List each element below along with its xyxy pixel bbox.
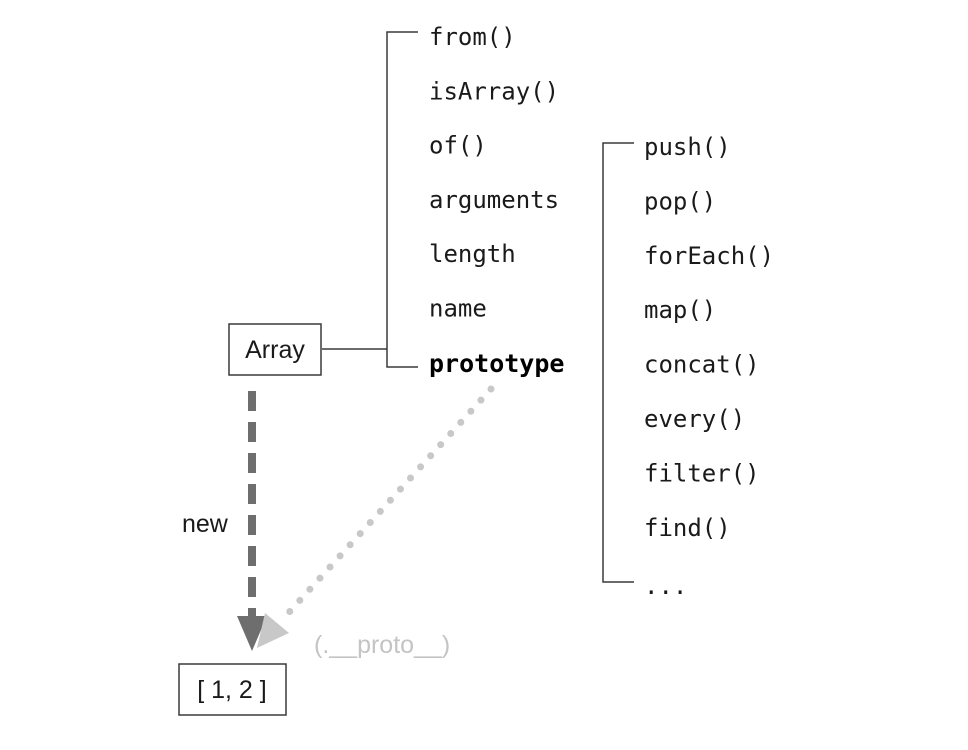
new-edge-label: new — [182, 510, 229, 538]
prototype-member-item: pop() — [644, 187, 716, 215]
prototype-member-item: every() — [644, 405, 745, 433]
prototype-member-item: push() — [644, 133, 731, 161]
prototype-member-item: concat() — [644, 351, 760, 379]
instance-node-label: [ 1, 2 ] — [197, 676, 266, 704]
proto-edge-label: (.__proto__) — [314, 631, 450, 659]
prototype-member-item: map() — [644, 296, 716, 324]
static-member-item: name — [429, 295, 487, 323]
prototype-member-item: forEach() — [644, 242, 774, 270]
static-member-item: of() — [429, 132, 487, 160]
static-members-bracket — [386, 31, 418, 368]
prototype-members-bracket — [602, 142, 634, 583]
static-member-item: from() — [429, 23, 516, 51]
static-member-item: arguments — [429, 186, 559, 214]
new-arrow-head — [237, 616, 267, 651]
static-member-item: isArray() — [429, 77, 559, 105]
array-node-box — [228, 323, 322, 376]
array-node-label: Array — [245, 336, 305, 364]
static-members-list: from() isArray() of() arguments length name — [429, 23, 559, 323]
prototype-members-list: push() pop() forEach() map() concat() every()… — [644, 133, 774, 600]
proto-arrow-line — [279, 385, 495, 623]
static-member-item: length — [429, 240, 516, 268]
prototype-label: prototype — [429, 349, 564, 378]
prototype-member-item: ... — [644, 572, 687, 600]
instance-node-box — [178, 663, 287, 716]
proto-arrow-head — [257, 613, 289, 648]
prototype-member-item: find() — [644, 514, 731, 542]
prototype-member-item: filter() — [644, 459, 760, 487]
